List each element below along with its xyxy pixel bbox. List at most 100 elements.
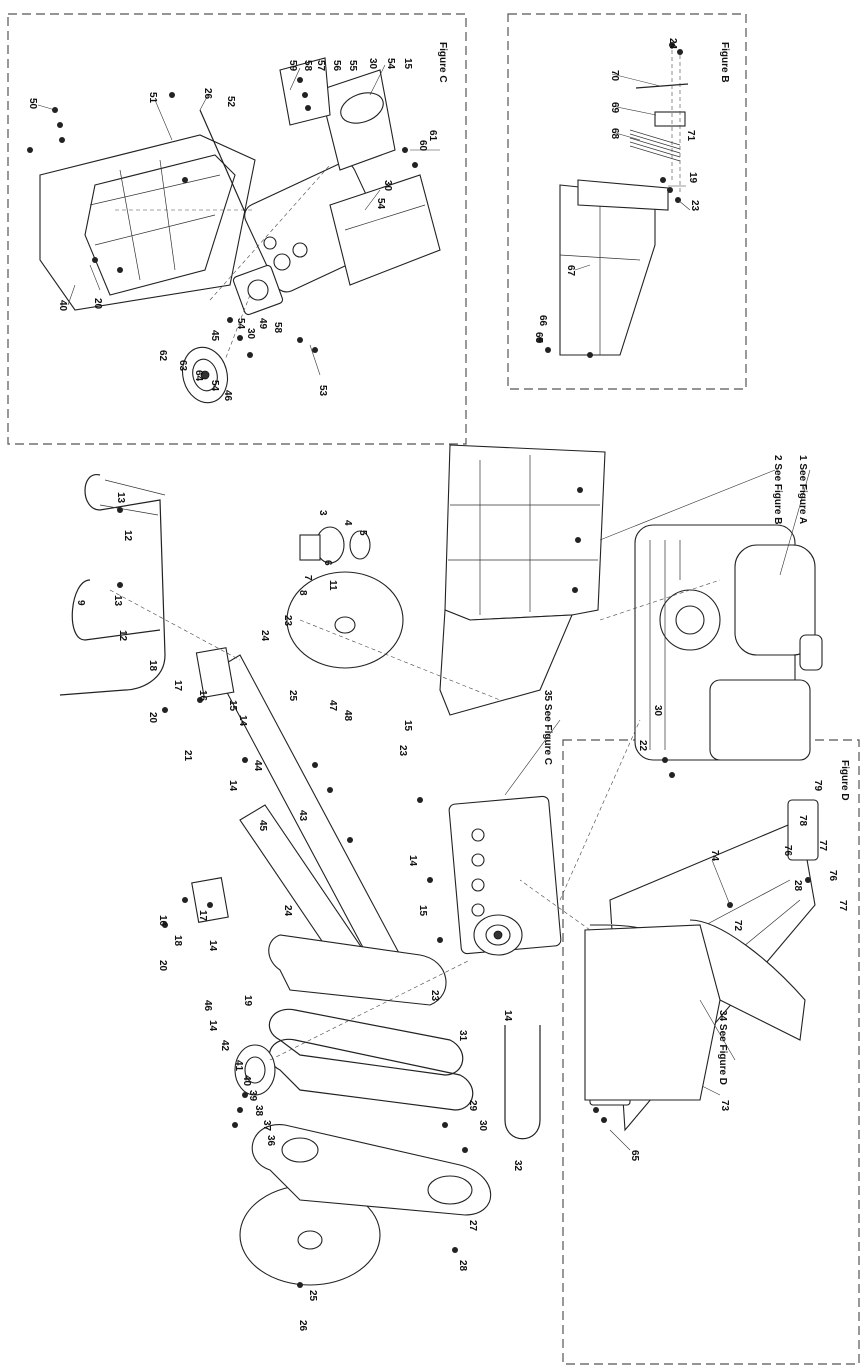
part-number-label: 41 bbox=[233, 1060, 244, 1072]
part-number-label: 30 bbox=[245, 328, 256, 340]
bracket-6 bbox=[299, 534, 321, 561]
part-number-label: 20 bbox=[157, 960, 168, 972]
figure-d-labels: 79787776757473726665287677 bbox=[623, 780, 848, 1162]
part-number-label: 74 bbox=[709, 850, 720, 862]
part-number-label: 36 bbox=[265, 1135, 276, 1147]
part-number-label: 15 bbox=[417, 905, 428, 917]
part-number-label: 63 bbox=[177, 360, 188, 372]
part-number-label: 28 bbox=[457, 1260, 468, 1272]
part-number-label: 73 bbox=[719, 1100, 730, 1112]
callout-see-figure-d: 34 See Figure D bbox=[717, 1010, 728, 1085]
leader-see-c bbox=[504, 719, 561, 796]
callout-see-figure-b: 2 See Figure B bbox=[772, 455, 783, 524]
figure-b-title: Figure B bbox=[719, 42, 730, 83]
part-number-label: 23 bbox=[429, 990, 440, 1002]
part-number-label: 14 bbox=[227, 780, 238, 792]
part-number-label: 12 bbox=[122, 530, 133, 542]
part-number-label: 67 bbox=[565, 265, 576, 277]
part-number-label: 21 bbox=[182, 750, 193, 762]
part-number-label: 52 bbox=[225, 96, 236, 108]
part-number-label: 5 bbox=[357, 530, 368, 536]
leader-see-d bbox=[699, 999, 736, 1061]
part-number-label: 6 bbox=[322, 560, 333, 566]
part-number-label: 15 bbox=[402, 58, 413, 70]
part-number-label: 49 bbox=[257, 318, 268, 330]
figure-b-parts bbox=[537, 42, 691, 358]
fuel-tank bbox=[734, 544, 816, 656]
part-number-label: 78 bbox=[797, 815, 808, 827]
chipper-housing bbox=[448, 795, 562, 956]
part-number-label: 46 bbox=[202, 1000, 213, 1012]
part-number-label: 14 bbox=[237, 715, 248, 727]
bearing-ring bbox=[340, 92, 384, 124]
part-number-label: 54 bbox=[235, 318, 246, 330]
part-number-label: 76 bbox=[827, 870, 838, 882]
part-number-label: 50 bbox=[27, 98, 38, 110]
part-number-label: 26 bbox=[202, 88, 213, 100]
leader-see-b bbox=[599, 469, 776, 541]
figure-b-frame bbox=[507, 13, 747, 390]
engine-cover bbox=[709, 679, 811, 761]
part-number-label: 18 bbox=[172, 935, 183, 947]
hopper bbox=[439, 444, 606, 716]
figure-c-frame bbox=[7, 13, 467, 445]
part-number-label: 42 bbox=[219, 1040, 230, 1052]
part-number-label: 38 bbox=[253, 1105, 264, 1117]
leader-see-a bbox=[779, 469, 811, 576]
part-number-label: 28 bbox=[792, 880, 803, 892]
part-number-label: 47 bbox=[327, 700, 338, 712]
part-number-label: 64 bbox=[193, 370, 204, 382]
part-number-label: 4 bbox=[342, 520, 353, 526]
part-number-label: 12 bbox=[117, 630, 128, 642]
part-number-label: 72 bbox=[732, 920, 743, 932]
part-number-label: 62 bbox=[157, 350, 168, 362]
engine bbox=[634, 524, 823, 761]
part-number-label: 24 bbox=[667, 38, 678, 50]
part-number-label: 13 bbox=[112, 595, 123, 607]
part-number-label: 11 bbox=[327, 580, 338, 591]
part-number-label: 24 bbox=[282, 905, 293, 917]
part-number-label: 18 bbox=[147, 660, 158, 672]
part-number-label: 79 bbox=[812, 780, 823, 792]
spout-body bbox=[584, 924, 721, 1101]
part-number-label: 30 bbox=[477, 1120, 488, 1132]
part-number-label: 9 bbox=[75, 600, 86, 606]
part-number-label: 23 bbox=[282, 615, 293, 627]
part-number-label: 58 bbox=[272, 322, 283, 334]
part-number-label: 70 bbox=[609, 70, 620, 82]
part-number-label: 68 bbox=[609, 128, 620, 140]
part-number-label: 30 bbox=[382, 180, 393, 192]
part-number-label: 16 bbox=[157, 915, 168, 927]
part-number-label: 53 bbox=[317, 385, 328, 397]
part-number-label: 71 bbox=[685, 130, 696, 142]
part-number-label: 7 bbox=[302, 575, 313, 581]
part-number-label: 76 bbox=[782, 845, 793, 857]
part-number-label: 56 bbox=[331, 60, 342, 72]
figure-d-title: Figure D bbox=[839, 760, 850, 801]
part-number-label: 43 bbox=[297, 810, 308, 822]
part-number-label: 25 bbox=[307, 1290, 318, 1302]
figure-c-frame-parts bbox=[27, 57, 441, 404]
handle-bracket bbox=[787, 799, 819, 861]
part-number-label: 37 bbox=[261, 1120, 272, 1132]
part-number-label: 66 bbox=[537, 315, 548, 327]
part-number-label: 65 bbox=[533, 332, 544, 344]
part-number-label: 17 bbox=[172, 680, 183, 692]
part-number-label: 51 bbox=[147, 92, 158, 104]
part-number-label: 61 bbox=[427, 130, 438, 142]
part-number-label: 14 bbox=[207, 940, 218, 952]
part-number-label: 60 bbox=[417, 140, 428, 152]
bolt-strip bbox=[279, 57, 331, 126]
part-number-label: 13 bbox=[115, 492, 126, 504]
figure-b-group: Figure B bbox=[507, 13, 747, 390]
part-number-label: 55 bbox=[347, 60, 358, 72]
part-number-label: 48 bbox=[342, 710, 353, 722]
main-assembly bbox=[59, 444, 823, 1288]
hopper-box bbox=[444, 444, 606, 621]
part-number-label: 45 bbox=[209, 330, 220, 342]
figure-c-group: Figure C bbox=[7, 13, 467, 445]
